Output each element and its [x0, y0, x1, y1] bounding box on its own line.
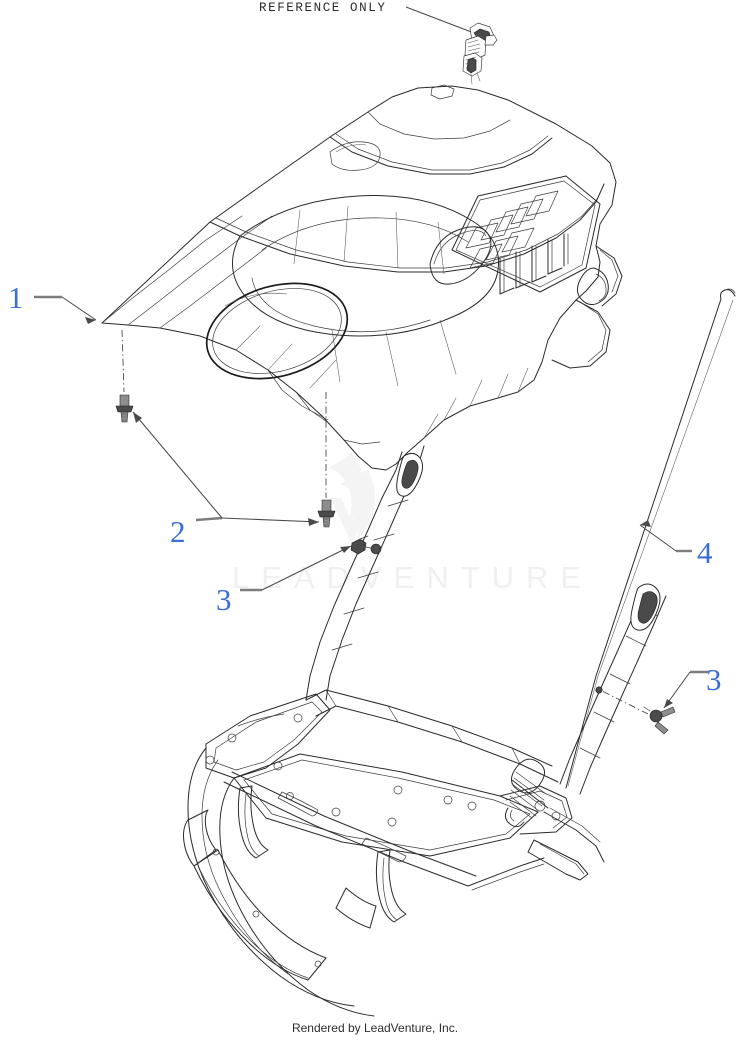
screw-upper-left: [115, 329, 134, 423]
callout-3a[interactable]: 3: [216, 582, 232, 617]
blade-assembly: [183, 689, 605, 1017]
callout-leaders: [34, 295, 708, 709]
leader-line-3a: [261, 545, 352, 591]
footer-credit: Rendered by LeadVenture, Inc.: [292, 1021, 458, 1035]
callout-1[interactable]: 1: [8, 280, 24, 315]
leader-arrow-4: [640, 520, 651, 527]
leader-arrow-3a: [340, 546, 351, 553]
reference-part: [462, 22, 498, 85]
reference-only-annotation: REFERENCE ONLY: [259, 1, 475, 34]
leadventure-flame-mark: [328, 452, 376, 544]
control-rod: [565, 288, 736, 789]
left-handle-bolt: [350, 535, 382, 555]
leader-line-2b: [221, 517, 320, 523]
watermark-text: LEADVENTURE: [232, 560, 593, 595]
callout-4[interactable]: 4: [697, 535, 713, 570]
watermark-group: LEADVENTURE: [232, 452, 593, 595]
leader-arrow-3b: [664, 699, 673, 708]
leader-line-4: [639, 524, 677, 552]
reference-only-label: REFERENCE ONLY: [259, 1, 386, 15]
handle-tubes: [305, 445, 667, 795]
screw-lower-mid: [317, 392, 336, 528]
leader-arrow-1: [85, 317, 96, 324]
callout-2[interactable]: 2: [170, 514, 186, 549]
leader-line-1: [61, 296, 97, 321]
vent-louvers: [451, 175, 601, 295]
right-handle-bolt: [595, 686, 676, 735]
leader-arrow-2b: [308, 518, 319, 526]
extension-spring: [504, 758, 549, 828]
reference-leader-line: [405, 6, 475, 34]
leader-stub-2: [195, 516, 223, 522]
screw-fastener-pair: [115, 329, 336, 528]
leader-arrow-2a: [133, 412, 142, 423]
callout-3b[interactable]: 3: [706, 662, 722, 697]
upper-housing-cover: [101, 84, 623, 471]
leader-line-2a: [132, 411, 223, 519]
